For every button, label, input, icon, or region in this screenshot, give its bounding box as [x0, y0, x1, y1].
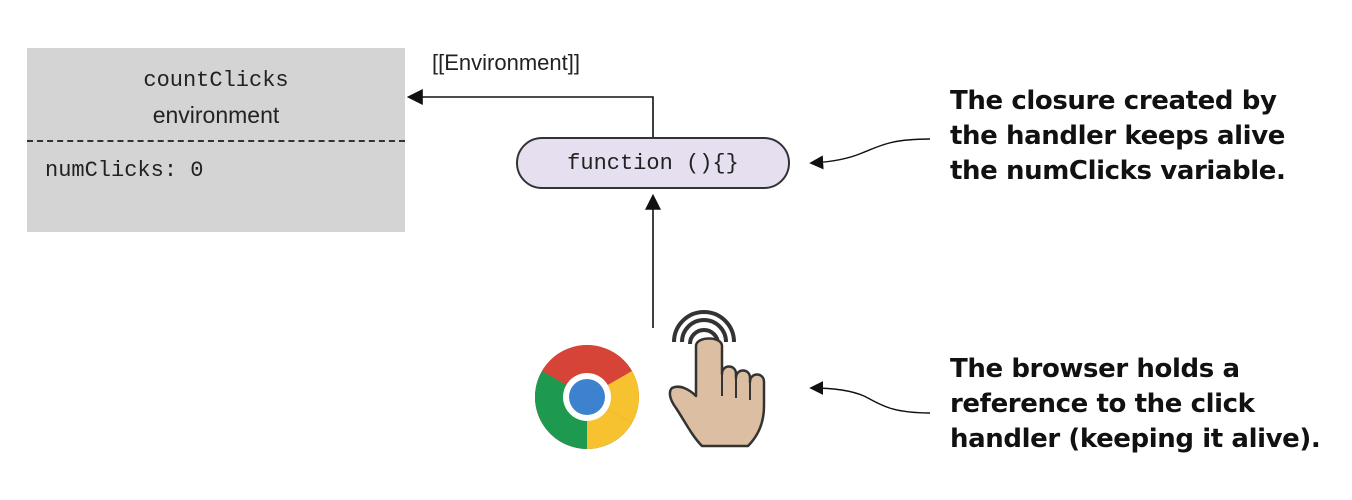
environment-variable: numClicks: 0: [45, 158, 204, 183]
browser-annotation: The browser holds a reference to the cli…: [950, 352, 1350, 457]
chrome-logo-icon: [535, 345, 639, 449]
closure-annotation-line: the handler keeps alive: [950, 121, 1285, 151]
browser-annotation-arrow: [809, 381, 931, 414]
environment-link-label: [[Environment]]: [432, 50, 580, 75]
environment-title: countClicks environment: [27, 66, 405, 130]
closure-annotation-line: The closure created by: [950, 86, 1277, 116]
browser-annotation-line: The browser holds a: [950, 354, 1240, 384]
function-label: function (){}: [567, 150, 739, 176]
browser-annotation-line: reference to the click: [950, 389, 1255, 419]
environment-link-arrow: [406, 89, 654, 137]
closure-annotation-line: the numClicks variable.: [950, 156, 1286, 186]
browser-annotation-line: handler (keeping it alive).: [950, 424, 1321, 454]
environment-name: countClicks: [143, 68, 289, 93]
closure-annotation-arrow: [809, 138, 931, 170]
environment-box: countClicks environment numClicks: 0: [27, 48, 405, 232]
environment-subtitle: environment: [152, 102, 280, 128]
environment-divider: [27, 140, 405, 142]
closure-annotation: The closure created by the handler keeps…: [950, 84, 1350, 189]
function-node: function (){}: [516, 137, 790, 189]
tapping-hand-icon: [668, 310, 766, 448]
